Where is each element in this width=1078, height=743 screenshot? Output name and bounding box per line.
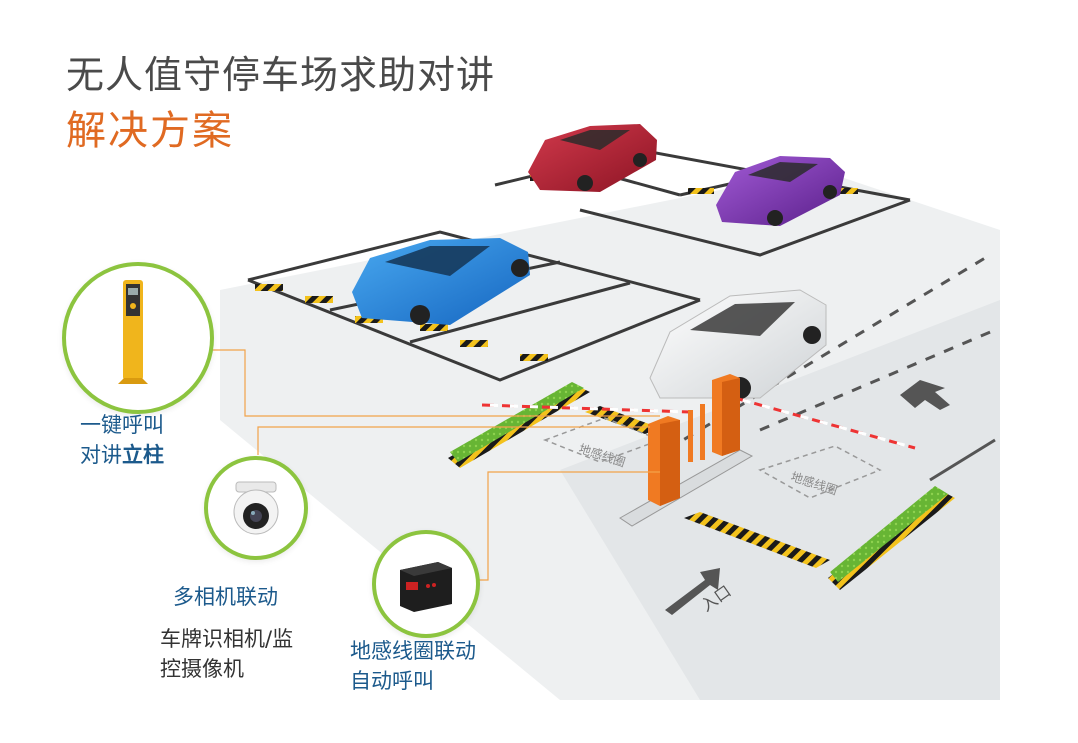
loop-areas <box>542 417 882 499</box>
pillar-label-line2b: 立柱 <box>122 443 164 467</box>
camera-sublabel: 车牌识相机/监 控摄像机 <box>160 624 293 684</box>
barrier-arms <box>481 396 916 450</box>
grass-islands <box>448 382 955 590</box>
loop-label-line2: 自动呼叫 <box>350 669 434 693</box>
pillar-label: 一键呼叫 对讲立柱 <box>80 410 164 470</box>
ground <box>220 170 1000 700</box>
camera-callout <box>204 456 308 560</box>
leader-lines <box>212 349 660 581</box>
barrier-gate-icon <box>648 374 740 506</box>
pillar-label-line2: 对讲立柱 <box>80 440 164 470</box>
camera-sublabel-line2: 控摄像机 <box>160 657 244 681</box>
lane-line <box>929 438 996 482</box>
road-arrow-icon <box>665 380 950 615</box>
pillar-label-line2a: 对讲 <box>80 443 122 467</box>
car-icon <box>352 124 845 399</box>
camera-label: 多相机联动 <box>173 585 278 609</box>
loop-label: 地感线圈联动 自动呼叫 <box>350 636 476 696</box>
loop-callout <box>372 530 480 638</box>
dome-camera-icon <box>233 481 279 535</box>
camera-sublabel-line1: 车牌识相机/监 <box>160 627 294 651</box>
pillar-label-line1: 一键呼叫 <box>80 413 164 437</box>
pillar-callout <box>62 262 214 414</box>
loop-detector-icon <box>400 562 452 612</box>
help-pillar-icon <box>118 280 148 384</box>
loop-label-line1: 地感线圈联动 <box>350 639 476 663</box>
title-line-2: 解决方案 <box>66 108 234 154</box>
road-markings <box>649 253 996 462</box>
title-line-1: 无人值守停车场求助对讲 <box>66 53 496 97</box>
